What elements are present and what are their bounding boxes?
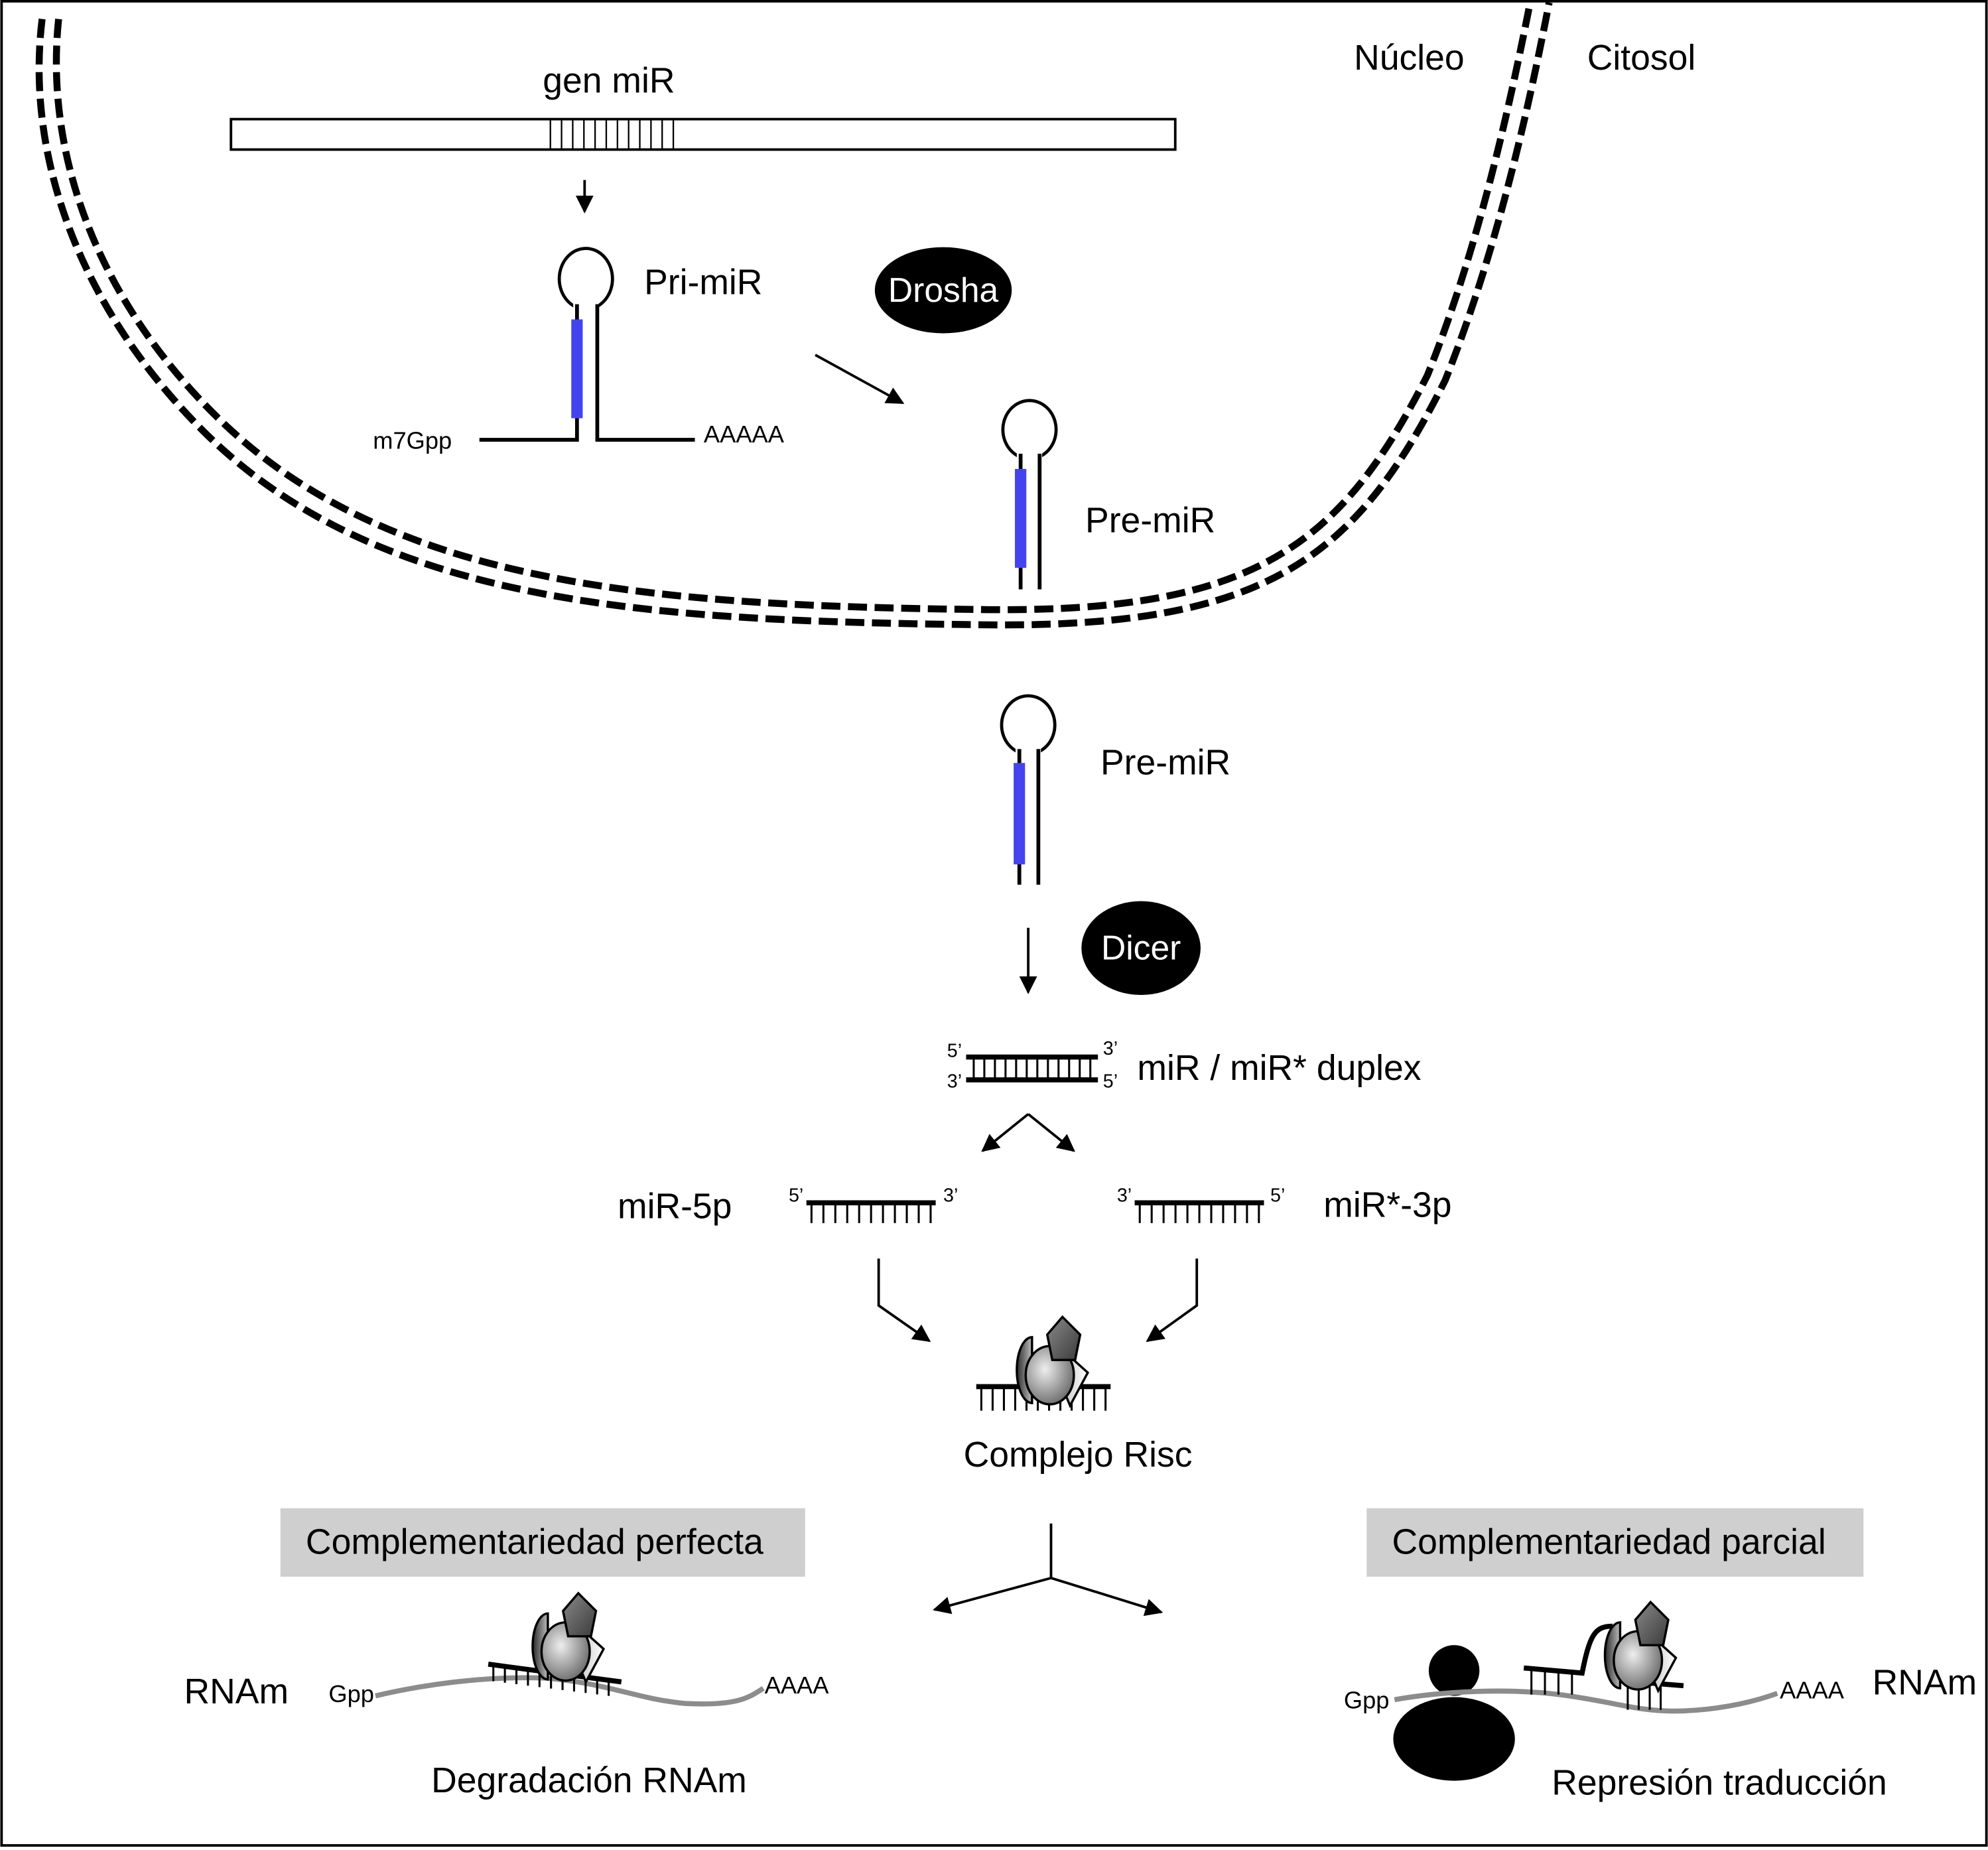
cytosol-label: Citosol bbox=[1587, 38, 1696, 78]
partial-complementarity-label: Complementariedad parcial bbox=[1392, 1523, 1825, 1562]
nucleus-label: Núcleo bbox=[1354, 38, 1465, 78]
pri-mir-label: Pri-miR bbox=[644, 263, 762, 302]
risc-label: Complejo Risc bbox=[964, 1435, 1193, 1475]
perfect-complementarity-label: Complementariedad perfecta bbox=[306, 1523, 763, 1562]
risc-complex bbox=[976, 1315, 1111, 1411]
mir-5p-label: miR-5p bbox=[618, 1187, 732, 1226]
mir-5p-strand: 5’ 3’ bbox=[789, 1185, 958, 1223]
perfect-complementarity-box: Complementariedad perfecta bbox=[280, 1508, 805, 1577]
mir-3p-strand: 3’ 5’ bbox=[1117, 1185, 1285, 1223]
perfect-mrna-strand bbox=[375, 1675, 765, 1707]
duplex-3prime-bottom: 3’ bbox=[947, 1071, 962, 1092]
pri-mir-polya-label: AAAAA bbox=[704, 421, 785, 448]
ribosome-small-subunit bbox=[1428, 1645, 1480, 1696]
partial-mrna-strand bbox=[1394, 1688, 1778, 1714]
ribosome bbox=[1393, 1645, 1515, 1781]
pre-mir-cytosol-label: Pre-miR bbox=[1100, 743, 1230, 782]
mir-5p-to-risc-arrow bbox=[877, 1258, 931, 1343]
mir-3p-label: miR*-3p bbox=[1323, 1185, 1451, 1224]
drosha-enzyme: Drosha bbox=[874, 247, 1012, 334]
drosha-cleavage-arrow bbox=[815, 354, 905, 405]
drosha-label: Drosha bbox=[888, 271, 999, 309]
duplex-3prime-top: 3’ bbox=[1103, 1038, 1118, 1059]
mir-3p-3prime: 3’ bbox=[1117, 1185, 1132, 1206]
pre-mir-hairpin-nucleus bbox=[1001, 399, 1058, 590]
mir-5p-5prime: 5’ bbox=[789, 1185, 803, 1206]
pre-mir-nucleus-label: Pre-miR bbox=[1085, 501, 1215, 541]
risc-bound-perfect bbox=[488, 1591, 622, 1696]
outcome-arrow-partial bbox=[1050, 1577, 1163, 1617]
risc-protein-pentagon bbox=[1634, 1600, 1670, 1646]
duplex-label: miR / miR* duplex bbox=[1137, 1049, 1421, 1088]
partial-mrna-label: RNAm bbox=[1873, 1664, 1977, 1703]
strand-split-arrow-right bbox=[1027, 1113, 1075, 1152]
perfect-mrna-polya: AAAA bbox=[765, 1672, 830, 1699]
pre-mir-hairpin-cytosol bbox=[1000, 694, 1057, 885]
partial-mrna-cap: Gpp bbox=[1344, 1687, 1390, 1714]
dicer-enzyme: Dicer bbox=[1081, 901, 1201, 995]
perfect-mrna-cap: Gpp bbox=[328, 1680, 374, 1707]
dicer-label: Dicer bbox=[1101, 928, 1181, 966]
duplex-5prime-top: 5’ bbox=[947, 1041, 962, 1062]
partial-complementarity-box: Complementariedad parcial bbox=[1366, 1508, 1864, 1577]
mir-5p-3prime: 3’ bbox=[943, 1185, 958, 1206]
outcome-arrow-perfect bbox=[933, 1577, 1051, 1615]
risc-bound-partial bbox=[1523, 1600, 1684, 1710]
perfect-mrna-label: RNAm bbox=[184, 1672, 289, 1711]
gene-mir-region bbox=[549, 120, 675, 149]
partial-outcome-label: Represión traducción bbox=[1552, 1764, 1887, 1803]
nuclear-membrane bbox=[35, 1, 1553, 629]
mir-3p-to-risc-arrow bbox=[1146, 1258, 1199, 1343]
mir-duplex: 5’ 3’ 3’ 5’ bbox=[947, 1038, 1118, 1092]
ribosome-large-subunit bbox=[1393, 1697, 1515, 1781]
risc-protein-pentagon bbox=[561, 1591, 598, 1638]
mir-3p-5prime: 5’ bbox=[1270, 1185, 1285, 1206]
pri-mir-cap-label: m7Gpp bbox=[373, 427, 452, 454]
gene-label: gen miR bbox=[543, 61, 675, 100]
strand-split-arrow-left bbox=[981, 1113, 1029, 1152]
pri-mir-hairpin bbox=[479, 247, 695, 442]
partial-mrna-polya: AAAA bbox=[1780, 1676, 1845, 1703]
perfect-outcome-label: Degradación RNAm bbox=[431, 1761, 747, 1800]
mir-gene: gen miR bbox=[230, 61, 1177, 151]
duplex-5prime-bottom: 5’ bbox=[1103, 1071, 1118, 1092]
risc-protein-pentagon bbox=[1045, 1315, 1082, 1361]
